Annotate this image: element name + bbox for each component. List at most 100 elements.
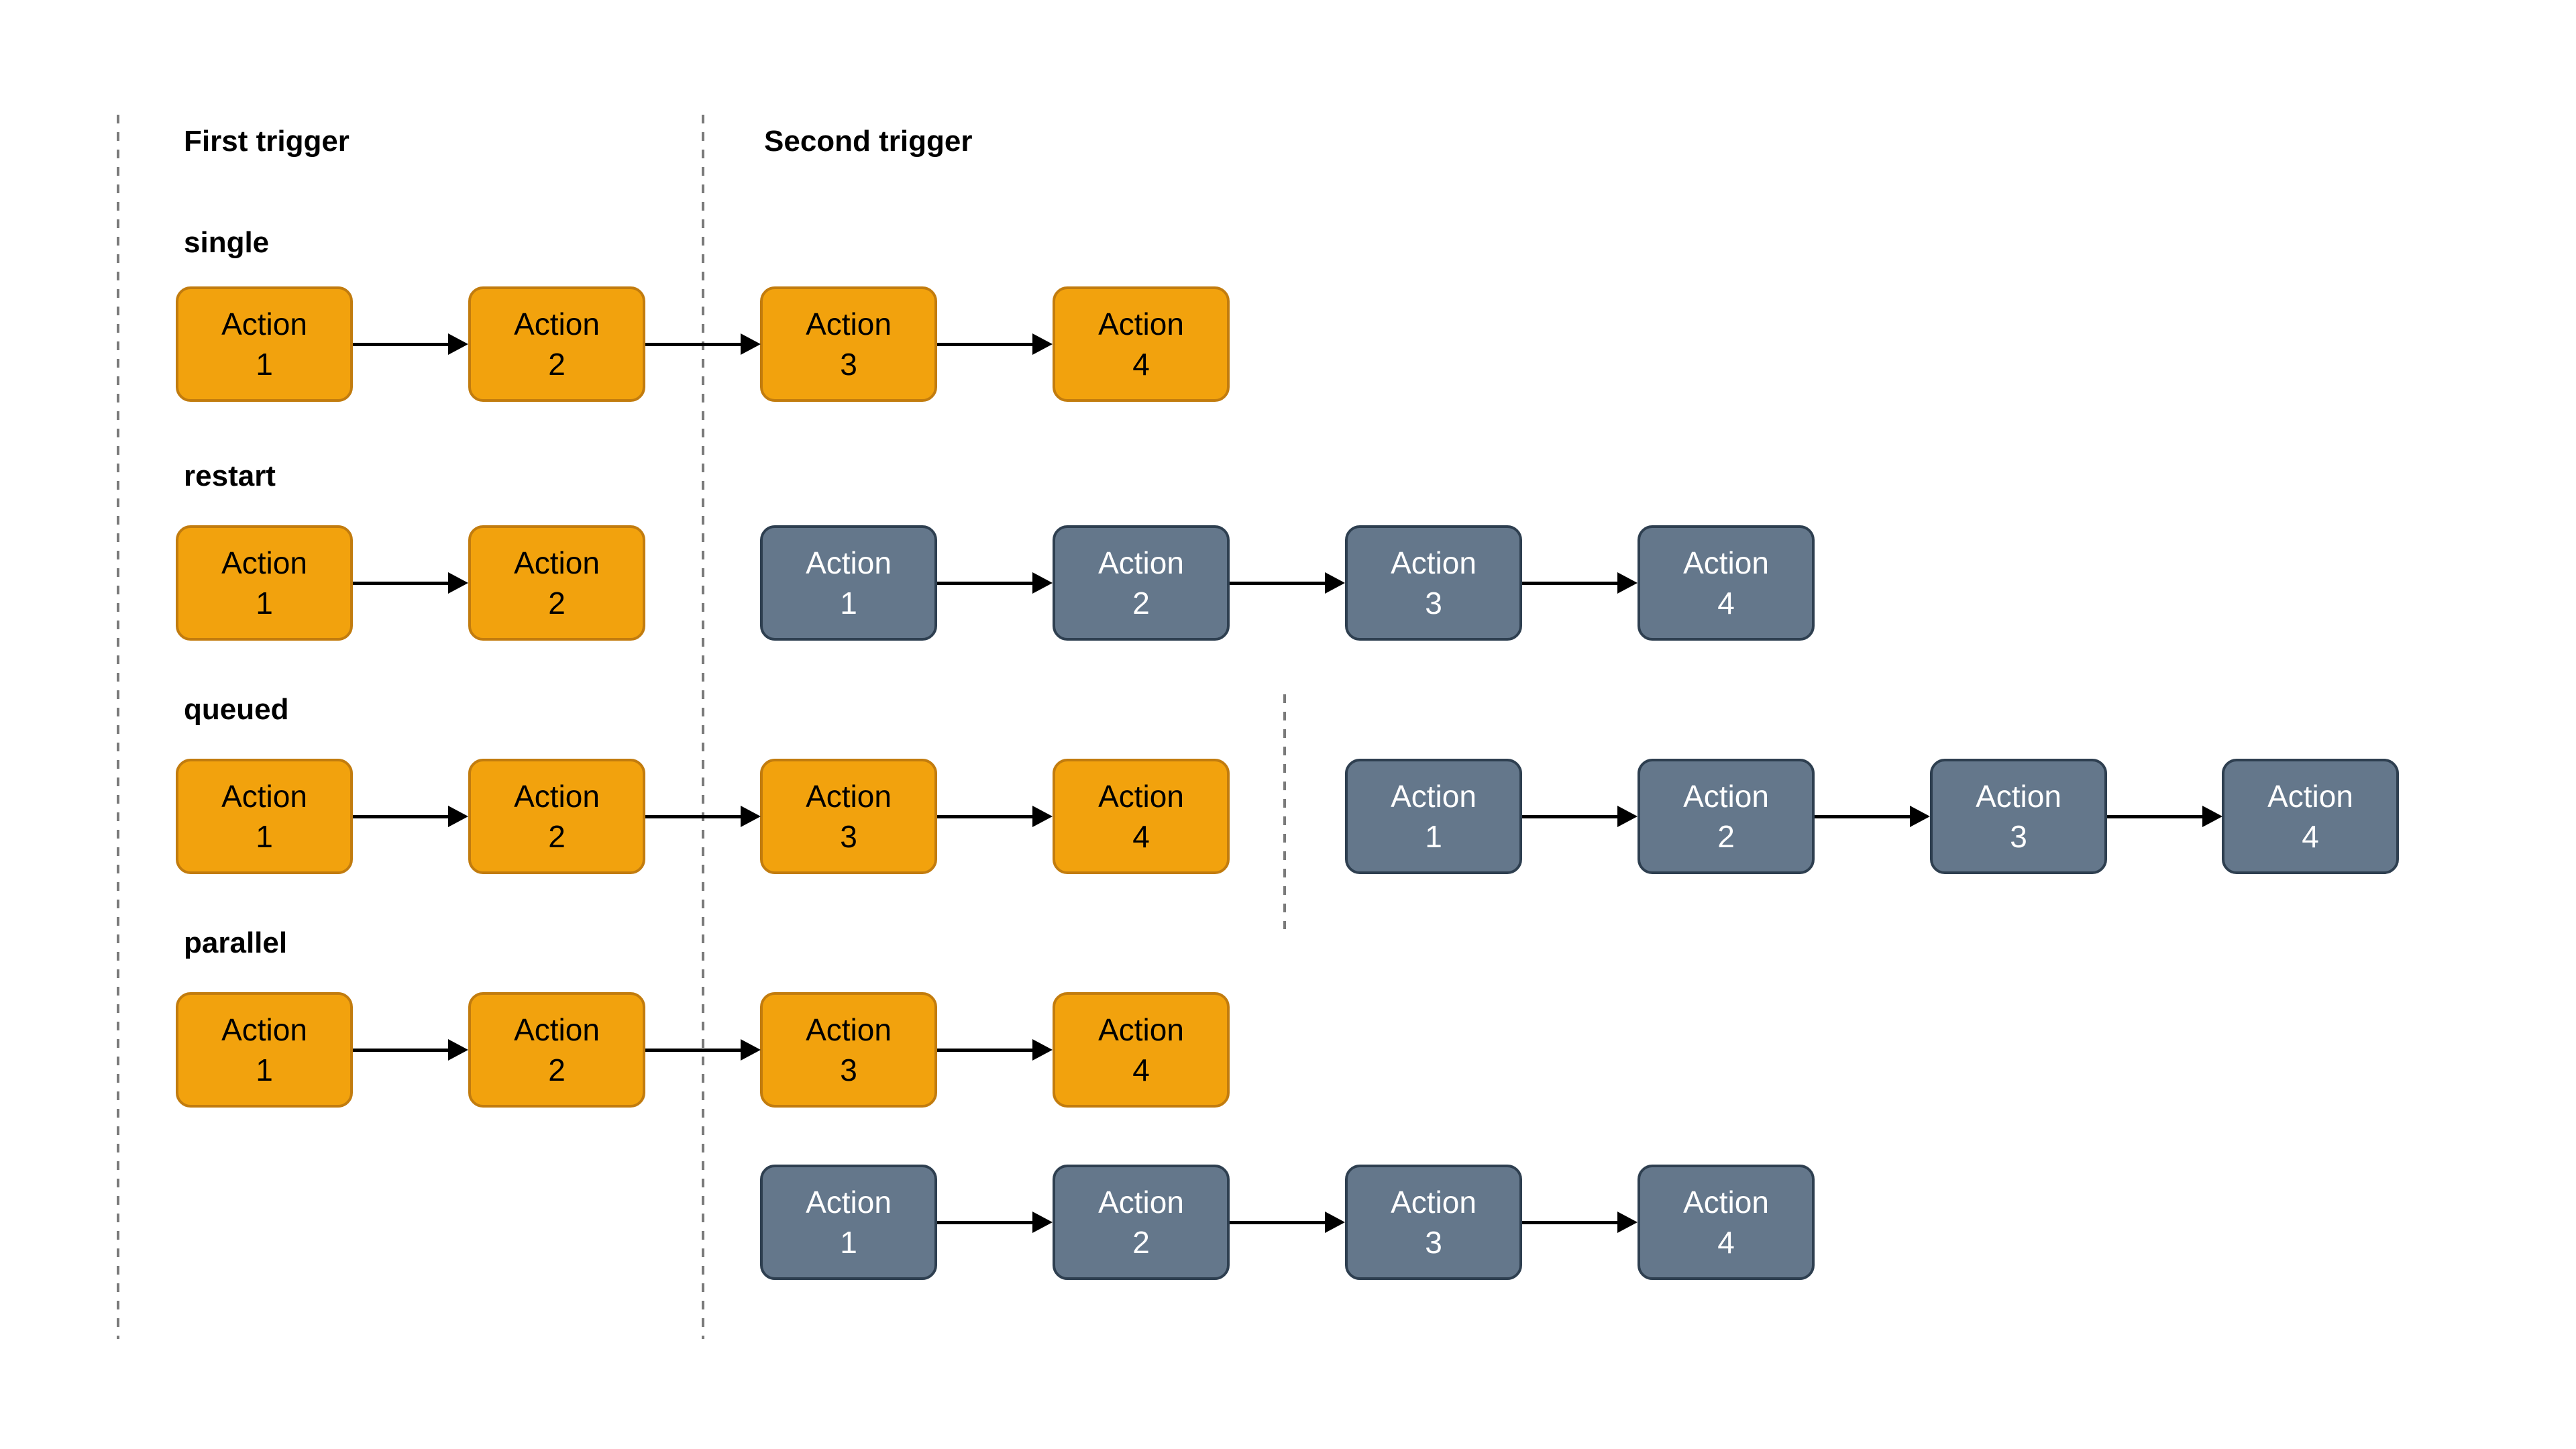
- single-action-3-box: Action 3: [760, 286, 937, 402]
- action-box-number: 1: [256, 1053, 273, 1087]
- arrow-shaft: [353, 814, 451, 818]
- action-box-label: Action: [221, 1012, 307, 1047]
- second-trigger-divider-line: [702, 115, 704, 1339]
- action-box-number: 3: [840, 819, 857, 854]
- single-action-1-box: Action 1: [176, 286, 353, 402]
- arrowhead-icon: [1617, 806, 1638, 827]
- action-box-number: 1: [1425, 819, 1442, 854]
- queued-first-action-3-box: Action 3: [760, 759, 937, 874]
- parallel-first-action-3-box: Action 3: [760, 992, 937, 1108]
- mode-label-restart: restart: [184, 460, 276, 492]
- arrowhead-icon: [1325, 572, 1345, 594]
- action-box-number: 4: [2302, 819, 2319, 854]
- arrow-icon: [1230, 572, 1345, 594]
- action-box-number: 3: [840, 1053, 857, 1087]
- action-box-label: Action: [1098, 1185, 1184, 1220]
- parallel-first-action-1-box: Action 1: [176, 992, 353, 1108]
- single-action-2-box: Action 2: [468, 286, 645, 402]
- arrow-icon: [937, 1039, 1053, 1061]
- action-box-label: Action: [2267, 779, 2353, 814]
- action-box-number: 1: [256, 586, 273, 621]
- queued-first-action-4-box: Action 4: [1053, 759, 1230, 874]
- action-box-label: Action: [1391, 545, 1477, 580]
- arrow-shaft: [1522, 581, 1620, 585]
- action-box-label: Action: [806, 1185, 892, 1220]
- arrowhead-icon: [1910, 806, 1930, 827]
- arrowhead-icon: [448, 572, 468, 594]
- arrowhead-icon: [1617, 572, 1638, 594]
- arrow-icon: [937, 572, 1053, 594]
- action-box-number: 2: [548, 1053, 566, 1087]
- arrow-shaft: [1522, 1220, 1620, 1224]
- queued-first-action-1-box: Action 1: [176, 759, 353, 874]
- action-box-label: Action: [806, 545, 892, 580]
- arrow-shaft: [937, 581, 1035, 585]
- action-box-number: 1: [256, 819, 273, 854]
- restart-first-action-2-box: Action 2: [468, 525, 645, 641]
- action-box-number: 3: [1425, 586, 1442, 621]
- arrow-shaft: [1230, 1220, 1328, 1224]
- action-box-number: 1: [256, 347, 273, 382]
- action-box-label: Action: [221, 545, 307, 580]
- arrow-icon: [353, 1039, 468, 1061]
- parallel-first-action-2-box: Action 2: [468, 992, 645, 1108]
- action-box-number: 3: [1425, 1225, 1442, 1260]
- arrowhead-icon: [1617, 1212, 1638, 1233]
- action-box-number: 2: [548, 347, 566, 382]
- mode-label-parallel: parallel: [184, 926, 288, 959]
- queued-second-action-3-box: Action 3: [1930, 759, 2107, 874]
- action-box-label: Action: [1683, 545, 1769, 580]
- parallel-first-action-4-box: Action 4: [1053, 992, 1230, 1108]
- action-box-label: Action: [1098, 779, 1184, 814]
- action-box-label: Action: [221, 307, 307, 341]
- arrowhead-icon: [448, 333, 468, 355]
- single-action-4-box: Action 4: [1053, 286, 1230, 402]
- queued-second-action-4-box: Action 4: [2222, 759, 2399, 874]
- action-box-label: Action: [1391, 1185, 1477, 1220]
- action-box-label: Action: [221, 779, 307, 814]
- restart-second-action-3-box: Action 3: [1345, 525, 1522, 641]
- queued-second-action-2-box: Action 2: [1638, 759, 1815, 874]
- arrow-shaft: [353, 581, 451, 585]
- arrowhead-icon: [448, 1039, 468, 1061]
- arrow-icon: [1230, 1212, 1345, 1233]
- arrow-icon: [645, 333, 761, 355]
- parallel-second-action-3-box: Action 3: [1345, 1165, 1522, 1280]
- arrowhead-icon: [2202, 806, 2222, 827]
- action-box-number: 4: [1132, 819, 1150, 854]
- restart-second-action-2-box: Action 2: [1053, 525, 1230, 641]
- parallel-second-action-1-box: Action 1: [760, 1165, 937, 1280]
- action-box-number: 2: [548, 586, 566, 621]
- arrow-icon: [937, 1212, 1053, 1233]
- action-box-label: Action: [1683, 779, 1769, 814]
- arrow-shaft: [1815, 814, 1913, 818]
- action-box-number: 3: [2010, 819, 2027, 854]
- action-box-number: 3: [840, 347, 857, 382]
- mode-label-single: single: [184, 226, 270, 259]
- arrow-icon: [1522, 806, 1638, 827]
- action-box-label: Action: [514, 307, 600, 341]
- arrow-icon: [645, 1039, 761, 1061]
- action-box-number: 2: [1132, 586, 1150, 621]
- arrowhead-icon: [741, 1039, 761, 1061]
- queued-first-action-2-box: Action 2: [468, 759, 645, 874]
- action-box-label: Action: [1683, 1185, 1769, 1220]
- arrow-icon: [353, 806, 468, 827]
- arrowhead-icon: [1032, 333, 1053, 355]
- action-box-label: Action: [806, 779, 892, 814]
- restart-second-action-1-box: Action 1: [760, 525, 937, 641]
- arrow-shaft: [937, 814, 1035, 818]
- action-box-label: Action: [514, 779, 600, 814]
- queued-trigger-divider-line: [1283, 694, 1286, 929]
- first-trigger-header: First trigger: [184, 125, 350, 158]
- arrowhead-icon: [741, 806, 761, 827]
- action-box-label: Action: [1391, 779, 1477, 814]
- first-trigger-divider-line: [117, 115, 119, 1339]
- action-box-label: Action: [806, 307, 892, 341]
- arrow-shaft: [353, 1048, 451, 1052]
- action-box-label: Action: [1098, 1012, 1184, 1047]
- arrow-icon: [2107, 806, 2222, 827]
- restart-first-action-1-box: Action 1: [176, 525, 353, 641]
- arrow-shaft: [353, 342, 451, 346]
- arrow-shaft: [1230, 581, 1328, 585]
